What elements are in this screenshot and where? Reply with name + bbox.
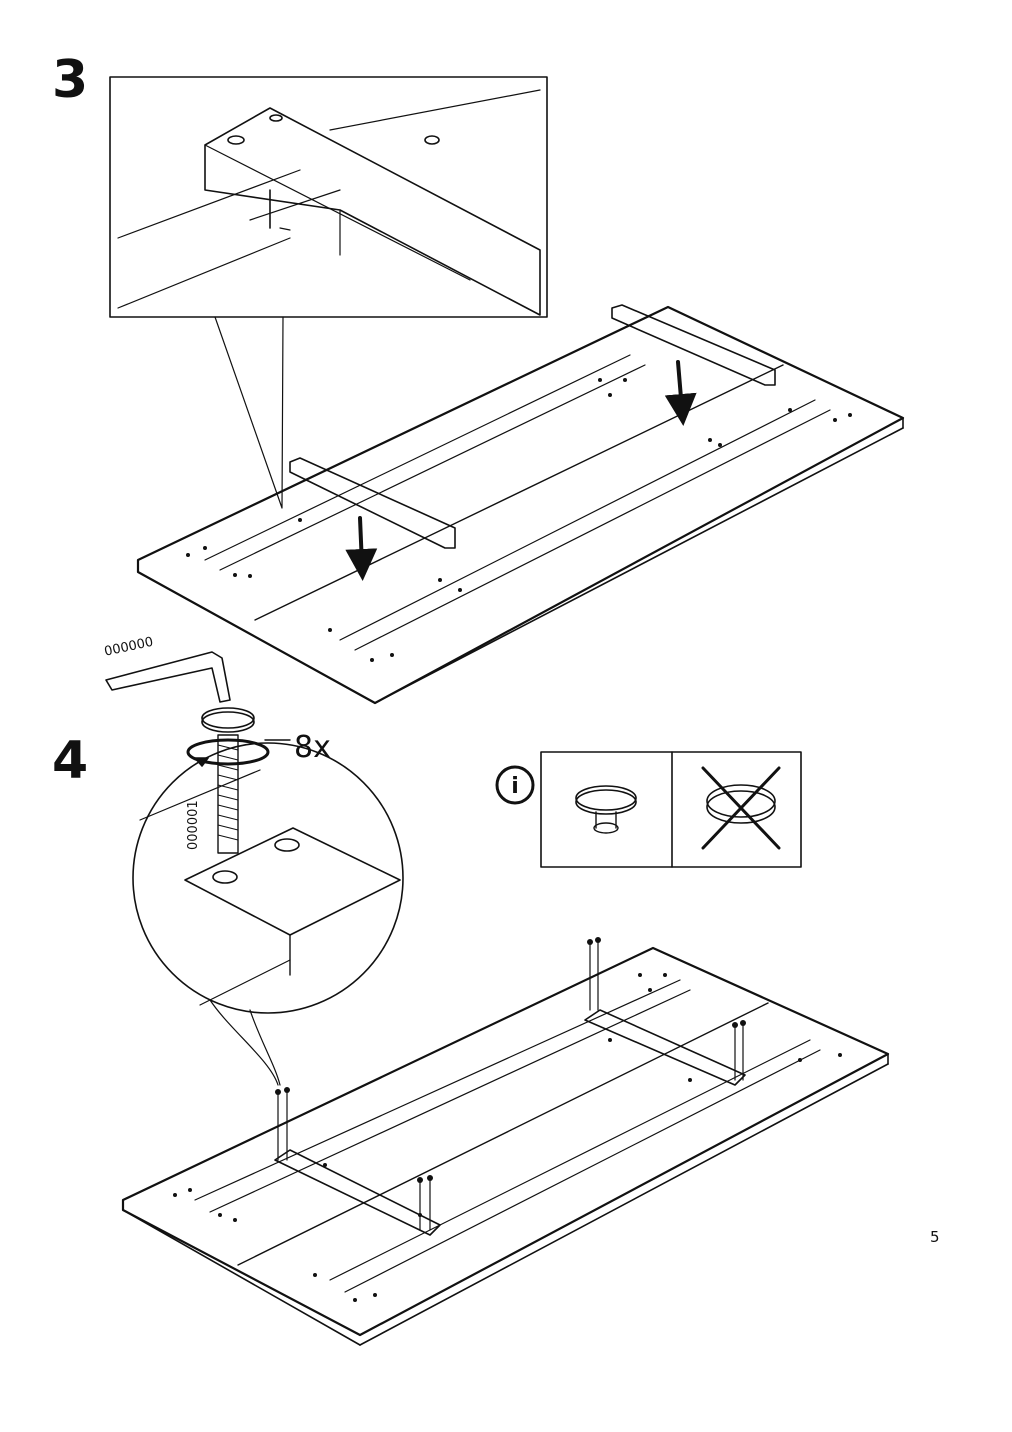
allen-key-icon — [105, 651, 231, 703]
step4-tabletop — [121, 937, 890, 1346]
info-panel: i — [495, 751, 802, 868]
bolt-head-correct-icon — [575, 785, 637, 834]
bolt-head-incorrect-icon — [701, 766, 781, 850]
info-icon — [495, 765, 535, 805]
step-3-number: 3 — [52, 50, 89, 110]
step3-tabletop — [136, 304, 905, 705]
step3-detail-inset — [109, 76, 548, 509]
step-4-number: 4 — [52, 731, 89, 791]
step4-detail-circle — [132, 742, 404, 1086]
page-number: 5 — [930, 1228, 940, 1246]
bolt-icon — [201, 707, 255, 854]
svg-text:i: i — [511, 774, 519, 799]
